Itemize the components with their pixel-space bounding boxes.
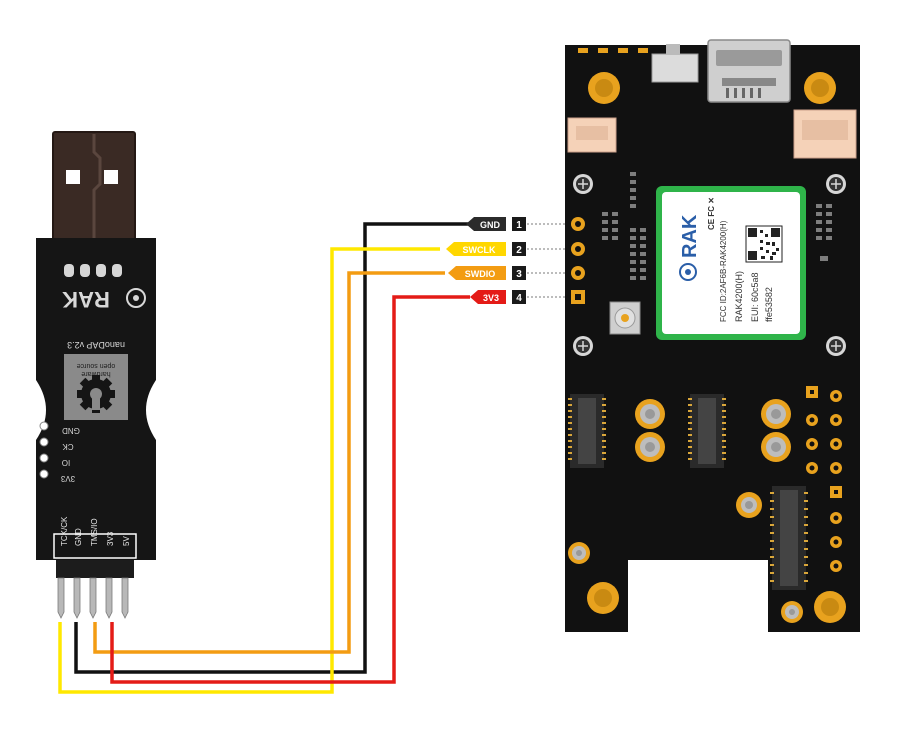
swd-header-pads [571,217,585,304]
label-gnd: GND [480,220,501,230]
reset-switch [651,53,699,83]
pin-number-4: 4 [516,293,522,304]
certification-marks-icon: CE FC ✕ [707,197,716,230]
pin-number-3: 3 [516,269,522,280]
svg-text:CE FC ✕: CE FC ✕ [707,197,716,230]
oshw-tagline-1: open source [77,362,116,369]
pin-number-boxes: 1 2 3 4 [512,217,526,304]
label-swdio: SWDIO [465,269,496,279]
label-3v3-pill [470,290,506,304]
side-pin-labels: GND CK IO 3V3 [60,426,80,483]
label-swclk: SWCLK [463,245,496,255]
label-gnd-pill [466,217,506,231]
qr-code-icon [745,225,783,263]
header-pin-tms: TMS/IO [90,518,99,546]
right-header-pads [806,386,842,572]
rak-baseboard: RAK FCC ID:2AF6B-RAK4200(H) RAK4200(H) E… [565,39,860,632]
pin-number-1: 1 [516,220,522,231]
leader-lines [527,223,572,298]
pin-header-outline [53,533,137,559]
wires [58,222,500,694]
rak4200-module: RAK FCC ID:2AF6B-RAK4200(H) RAK4200(H) E… [656,186,806,340]
module-fcc: FCC ID:2AF6B-RAK4200(H) [719,220,728,322]
wire-swdio [93,271,445,654]
top-edge-pads [578,48,648,53]
programmer-model: nanoDAP v2.3 [67,340,125,350]
b2b-connector-3 [770,486,808,590]
usb-plug-hole-right [104,170,118,184]
side-pin-ck: CK [62,442,74,451]
pin-header-body [56,560,134,578]
header-pin-tck: TCK/CK [60,516,69,546]
module-eui: EUI: 60c5a8 [750,272,760,322]
header-pin-3v3: 3V3 [106,531,115,546]
module-code: ffe53582 [764,287,774,322]
module-model: RAK4200(H) [734,271,744,322]
jst-connector-left [567,117,617,153]
header-pin-labels: TCK/CK GND TMS/IO 3V3 5V [60,516,131,546]
label-swclk-pill [446,242,506,256]
led-row [64,264,122,277]
side-pads [39,421,49,479]
antenna-connector-1 [609,301,641,335]
nanodap-programmer: RAK nanoDAP v2.3 open source hardware [36,131,156,619]
wire-3v3 [110,295,470,684]
rak-logo-icon [126,288,146,308]
oshw-gear-icon [77,375,115,413]
header-pins [57,577,129,619]
jst-connector-right [793,109,857,159]
side-pin-gnd: GND [62,426,80,435]
header-pin-5v: 5V [122,536,131,546]
mounting-holes [587,72,846,623]
screw-holes [573,174,846,356]
side-pin-3v3: 3V3 [60,474,75,483]
smd-components [602,172,832,280]
module-rak-logo-icon [679,263,697,281]
pin-number-2: 2 [516,245,522,256]
wire-swclk [58,247,440,694]
usb-plug-hole-left [66,170,80,184]
side-pin-io: IO [62,458,70,467]
b2b-connector-1 [568,394,606,468]
plated-holes [568,399,803,623]
b2b-connector-2 [688,394,726,468]
label-swdio-pill [448,266,506,280]
usb-connector [707,39,791,103]
header-pin-gnd: GND [74,528,83,546]
connector-labels: GND SWCLK SWDIO 3V3 1 2 3 4 [446,217,572,304]
programmer-brand: RAK [62,287,110,312]
oshw-tagline-2: hardware [81,370,110,377]
label-3v3: 3V3 [483,293,499,303]
wire-gnd [74,222,500,674]
module-brand: RAK [679,214,701,258]
